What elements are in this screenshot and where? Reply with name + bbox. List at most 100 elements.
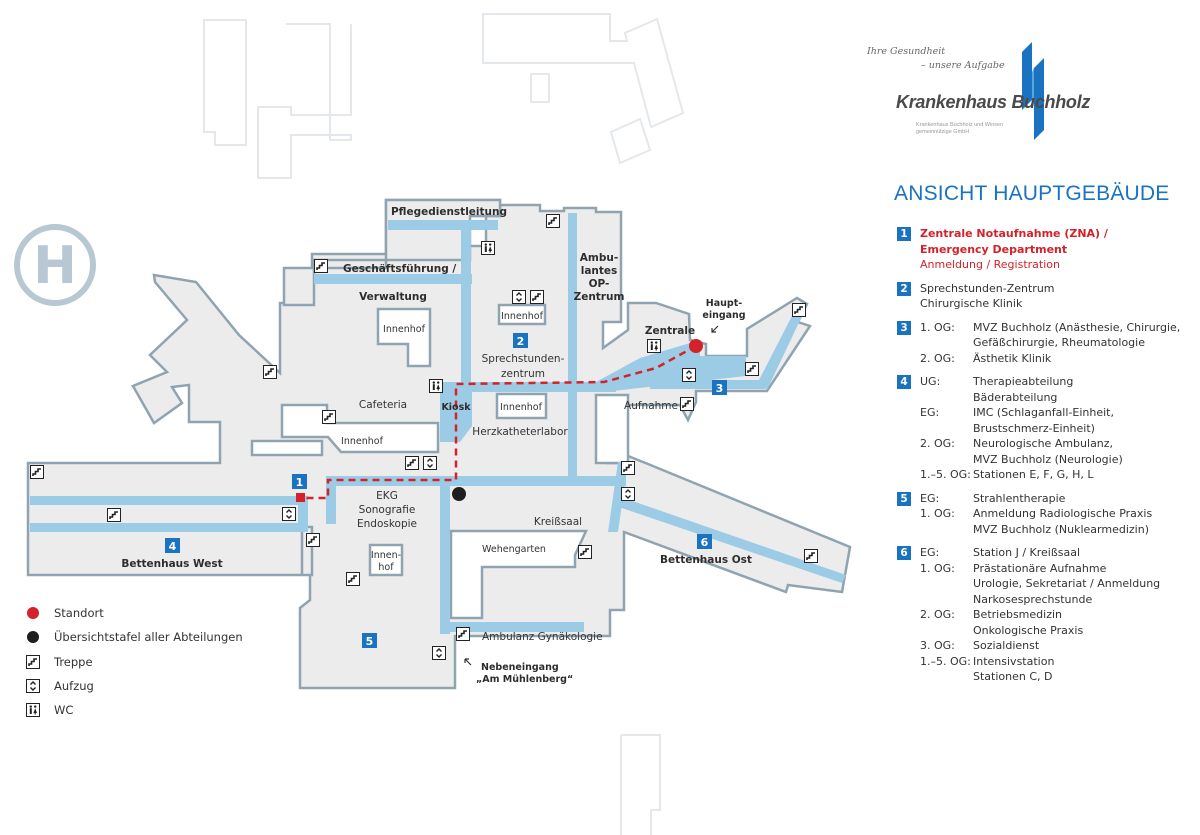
elevator-icon [26, 678, 40, 693]
key-overview-board-label: Übersichtstafel aller Abteilungen [54, 630, 243, 645]
label-nebeneingang-2: „Am Mühlenberg“ [476, 674, 573, 685]
badge-3 [712, 380, 727, 395]
department-text: Urologie, Sekretariat / Anmeldung [973, 577, 1161, 590]
floor-label: EG: [920, 406, 940, 419]
department-text: Anmeldung Radiologische Praxis [973, 507, 1153, 520]
surrounding-building [530, 73, 550, 103]
label-haupteingang: Haupt- [706, 298, 742, 309]
department-line: 1. OG:Prästationäre Aufnahme [920, 561, 1200, 577]
stairs-icon [345, 571, 361, 587]
floor-label [920, 421, 973, 437]
department-line: 2. OG:Ästhetik Klinik [920, 351, 1200, 367]
label-geschaeftsfuehrung: Geschäftsführung / [343, 263, 456, 275]
label-sonografie: Sonografie [359, 504, 416, 516]
corridor [596, 340, 746, 392]
floor-plan-map: H [14, 13, 852, 835]
department-text: Narkosesprechstunde [973, 592, 1093, 606]
department-text: Brustschmerz-Einheit) [973, 421, 1095, 435]
corridor [461, 220, 471, 396]
surrounding-building [620, 734, 661, 835]
department-line: Gefäßchirurgie, Rheumatologie [920, 335, 1200, 351]
department-text: Therapieabteilung [973, 375, 1074, 388]
department-line: Anmeldung / Registration [920, 257, 1200, 273]
badge-6 [697, 534, 712, 549]
surrounding-building [609, 117, 652, 165]
floor-label: 1. OG: [920, 320, 955, 334]
label-verwaltung: Verwaltung [359, 291, 427, 303]
building-number-badge: 1 [897, 227, 911, 241]
corridor [388, 220, 498, 230]
stairs-icon [305, 532, 321, 548]
floor-label: EG: [920, 546, 940, 559]
department-text: Betriebsmedizin [973, 608, 1063, 621]
department-line: MVZ Buchholz (Nuklearmedizin) [920, 522, 1200, 538]
label-kreisssaal: Kreißsaal [534, 516, 582, 528]
key-stairs-label: Treppe [54, 654, 93, 669]
stairs-icon [744, 361, 760, 377]
elevator-icon [281, 506, 297, 522]
corridor [440, 476, 450, 634]
label-cafeteria: Cafeteria [359, 399, 407, 411]
department-text: MVZ Buchholz (Anästhesie, Chirurgie, [973, 320, 1181, 334]
surrounding-building [203, 19, 247, 146]
department-text: Onkologische Praxis [973, 623, 1084, 637]
label-herzkatheterlabor: Herzkatheterlabor [472, 426, 568, 438]
department-line: 2. OG:Neurologische Ambulanz, [920, 436, 1200, 452]
floor-label [920, 335, 973, 351]
corridor [616, 496, 846, 583]
stairs-icon [321, 409, 337, 425]
label-aufnahme: Aufnahme [624, 400, 678, 412]
label-kiosk: Kiosk [441, 402, 471, 413]
map-key: Standort Übersichtstafel aller Abteilung… [26, 604, 243, 725]
key-overview-board: Übersichtstafel aller Abteilungen [26, 628, 243, 652]
key-elevator-label: Aufzug [54, 678, 94, 693]
tagline-line-1: Ihre Gesundheit [867, 46, 946, 57]
label-innenhof: Innenhof [383, 324, 426, 335]
floor-label [920, 669, 973, 685]
label-endoskopie: Endoskopie [357, 518, 417, 530]
logo-mark-icon [1022, 42, 1044, 140]
department-line: EG:Strahlentherapie [920, 491, 1200, 507]
corridor [326, 476, 336, 524]
department-line: 1. OG:Anmeldung Radiologische Praxis [920, 506, 1200, 522]
wc-icon [429, 379, 443, 393]
key-standort-label: Standort [54, 606, 104, 620]
courtyard-innenhof-herzkatheter [495, 392, 548, 420]
label-innenhof: Innenhof [501, 311, 544, 322]
label-innenhof: Innenhof [500, 402, 543, 413]
elevator-icon [422, 455, 438, 471]
badge-2-label: 2 [517, 335, 525, 348]
corridor [30, 523, 308, 532]
helipad-label: H [33, 236, 77, 296]
label-ambulantes-op: Ambu- [580, 252, 618, 264]
label-ambulantes-op-2: lantes [581, 265, 618, 277]
stairs-icon [455, 626, 471, 642]
surrounding-buildings [203, 13, 685, 835]
building-number-badge: 6 [897, 546, 911, 560]
department-text: Bäderabteilung [973, 390, 1058, 404]
stairs-icon [577, 544, 593, 560]
department-line: Sprechstunden-Zentrum [920, 281, 1200, 297]
floor-label: 3. OG: [920, 639, 955, 652]
stairs-icon [803, 548, 819, 564]
label-innenhof-ekg: Innen- [371, 550, 401, 561]
floor-label: 1.–5. OG: [920, 468, 971, 481]
label-innenhof: Innenhof [341, 436, 384, 447]
department-line: EG:Station J / Kreißsaal [920, 545, 1200, 561]
department-text: MVZ Buchholz (Nuklearmedizin) [973, 522, 1149, 536]
department-line: Emergency Department [920, 242, 1200, 258]
department-text: IMC (Schlaganfall-Einheit, [973, 406, 1114, 419]
key-elevator: Aufzug [26, 677, 243, 701]
department-line: Narkosesprechstunde [920, 592, 1200, 608]
label-ambulanz-gynaekologie: Ambulanz Gynäkologie [482, 631, 603, 643]
department-line: Chirurgische Klinik [920, 296, 1200, 312]
corridor [440, 622, 584, 632]
label-bettenhaus-west: Bettenhaus West [121, 558, 222, 570]
corridor [440, 382, 472, 442]
elevator-icon [431, 645, 447, 661]
building-number-badge: 5 [897, 491, 911, 506]
stairs-icon [791, 302, 807, 318]
department-line: MVZ Buchholz (Neurologie) [920, 452, 1200, 468]
department-text: Prästationäre Aufnahme [973, 561, 1107, 575]
